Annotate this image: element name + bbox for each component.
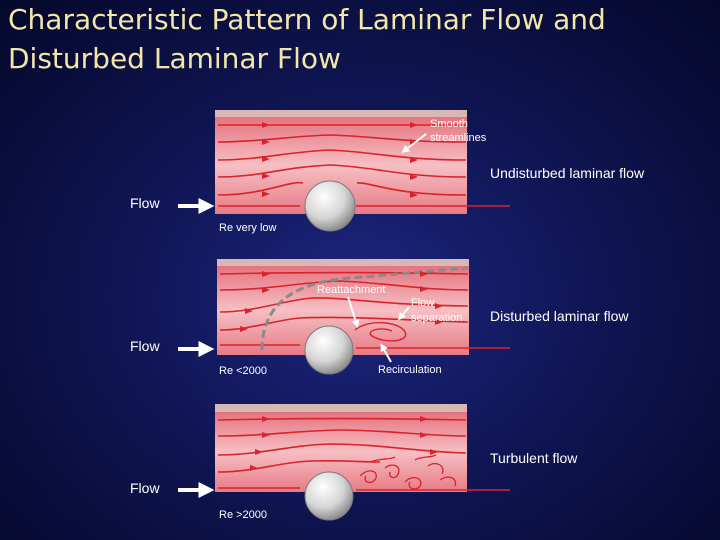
arrowhead: [420, 286, 428, 292]
annotation-pointer: [397, 306, 410, 321]
arrowhead: [255, 449, 263, 455]
streamline: [217, 459, 381, 473]
arrowhead: [420, 271, 428, 277]
arrowhead: [410, 122, 418, 128]
slide-title-line-2: Disturbed Laminar Flow: [8, 42, 341, 75]
separation-boundary: [260, 266, 469, 351]
annotation-recirculation: Recirculation: [378, 364, 442, 376]
arrowhead: [262, 173, 270, 179]
streamlines: [217, 124, 510, 207]
eddy: [414, 454, 437, 461]
slide-title: Characteristic Pattern of Laminar Flow a…: [8, 0, 708, 78]
panel-turbulent: Flow Re >2000 Turbulent flow: [130, 404, 578, 521]
reynolds-label: Re <2000: [219, 365, 267, 377]
streamline: [217, 164, 467, 178]
eddy: [384, 464, 400, 479]
annotation-flow-separation-line-2: separation: [411, 312, 462, 324]
arrowhead: [262, 122, 270, 128]
sphere-obstacle: [304, 180, 356, 232]
panel-caption: Turbulent flow: [490, 450, 578, 466]
arrowhead: [420, 416, 428, 422]
flow-label: Flow: [130, 480, 160, 496]
annotation-smooth-streamlines-line-2: streamlines: [430, 132, 487, 144]
recirculation-loop: [354, 322, 407, 342]
eddy: [369, 456, 396, 463]
sphere-obstacle: [304, 325, 354, 375]
streamline: [219, 271, 469, 275]
flow-label: Flow: [130, 338, 160, 354]
annotation-reattachment: Reattachment: [317, 284, 385, 296]
streamline-arrowheads: [262, 122, 418, 198]
vessel-wall-top: [215, 110, 467, 117]
arrowhead: [420, 432, 428, 438]
eddy: [427, 462, 444, 475]
streamline: [219, 297, 469, 313]
arrowhead: [240, 326, 248, 332]
panel-disturbed: Flow Re <2000 Disturbed laminar flow Rea…: [130, 259, 629, 377]
arrowhead: [410, 157, 418, 163]
turbulent-eddies: [359, 454, 457, 490]
reynolds-label: Re >2000: [219, 509, 267, 521]
panel-caption: Undisturbed laminar flow: [490, 165, 645, 181]
arrowhead: [262, 432, 270, 438]
arrowhead: [245, 308, 253, 314]
annotation-pointer: [401, 133, 427, 153]
reynolds-label: Re very low: [219, 222, 277, 234]
arrowhead: [262, 271, 270, 277]
panel-undisturbed: Flow Re very low Undisturbed laminar flo…: [130, 110, 645, 234]
arrowhead: [250, 465, 258, 471]
arrowhead: [262, 287, 270, 293]
streamline: [217, 149, 467, 161]
arrowhead: [410, 174, 418, 180]
annotation-pointer: [347, 296, 360, 329]
arrowhead: [262, 156, 270, 162]
streamline: [356, 182, 467, 196]
eddy: [404, 476, 422, 490]
arrowhead: [430, 449, 438, 455]
streamline: [217, 181, 304, 196]
vessel-wall-top: [217, 259, 469, 266]
streamline-arrowheads: [240, 271, 443, 332]
arrowhead: [435, 303, 443, 309]
arrowhead: [410, 139, 418, 145]
arrowhead: [262, 139, 270, 145]
streamline: [219, 280, 469, 291]
streamline: [217, 429, 467, 437]
arrowhead: [262, 191, 270, 197]
annotation-pointer: [380, 343, 392, 363]
arrowhead: [262, 416, 270, 422]
panel-caption: Disturbed laminar flow: [490, 308, 629, 324]
flow-label: Flow: [130, 195, 160, 211]
annotation-flow-separation-line-1: Flow: [411, 297, 434, 309]
slide-title-line-1: Characteristic Pattern of Laminar Flow a…: [8, 3, 606, 36]
annotation-smooth-streamlines-line-1: Smooth: [430, 118, 468, 130]
eddy: [359, 470, 377, 484]
arrowhead: [435, 319, 443, 325]
vessel-wall-top: [215, 404, 467, 412]
arrowhead: [410, 192, 418, 198]
streamline-arrowheads: [250, 416, 438, 471]
sphere-obstacle: [304, 471, 354, 521]
eddy: [439, 476, 457, 487]
streamline: [219, 316, 469, 331]
streamline: [217, 417, 467, 421]
